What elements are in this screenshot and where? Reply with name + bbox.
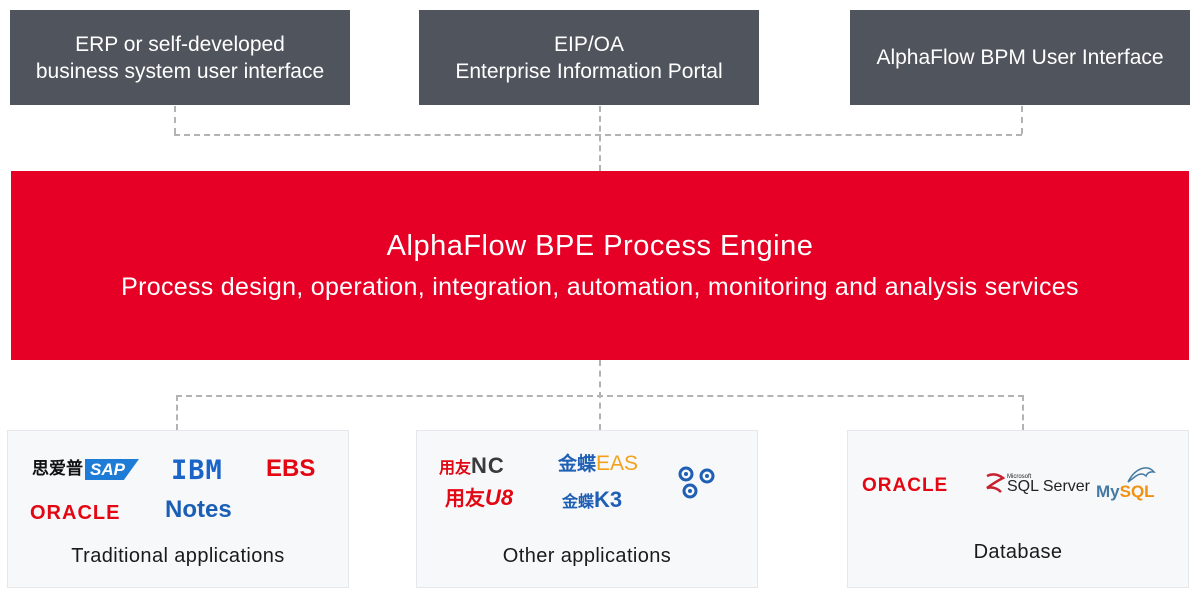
- yonyou-nc-logo: 用友NC: [439, 455, 505, 477]
- engine-title: AlphaFlow BPE Process Engine: [386, 229, 814, 262]
- mysql-logo-my: My: [1096, 482, 1120, 501]
- sap-logo-chinese: 思爱普: [32, 459, 83, 479]
- kingdee-k3-chinese: 金蝶: [562, 492, 595, 511]
- other-applications-box: 用友NC 金蝶EAS 用友U8 金蝶K3 Other applications: [416, 430, 758, 588]
- process-engine-block: AlphaFlow BPE Process Engine Process des…: [11, 171, 1189, 360]
- oracle-database-logo: ORACLE: [862, 475, 949, 496]
- gears-icon: [678, 466, 715, 499]
- other-applications-label: Other applications: [502, 545, 672, 567]
- connector-eip-to-engine: [599, 106, 601, 171]
- erp-label-line1: ERP or self-developed: [75, 32, 285, 56]
- engine-subtitle: Process design, operation, integration, …: [121, 272, 1079, 301]
- database-box: ORACLE Microsoft SQL Server MySQL Databa…: [847, 430, 1189, 588]
- ebs-logo: EBS: [266, 455, 316, 482]
- oracle-logo: ORACLE: [30, 502, 121, 524]
- erp-interface-box: ERP or self-developed business system us…: [10, 10, 350, 105]
- database-label: Database: [973, 541, 1063, 563]
- ibm-logo: IBM: [171, 455, 223, 486]
- erp-label-line2: business system user interface: [35, 59, 325, 83]
- yonyou-u8-logo: 用友U8: [445, 487, 513, 509]
- connector-bottom-horizontal: [176, 395, 1024, 397]
- kingdee-k3-mark: K3: [594, 487, 623, 512]
- kingdee-eas-mark: EAS: [596, 452, 639, 475]
- yonyou-u8-mark: U8: [485, 485, 514, 510]
- sql-server-logo: Microsoft SQL Server: [985, 472, 1090, 495]
- yonyou-nc-mark: NC: [471, 453, 505, 478]
- yonyou-u8-chinese: 用友: [445, 486, 485, 510]
- connector-traditional-down: [176, 395, 178, 430]
- eip-label-line2: Enterprise Information Portal: [455, 59, 723, 83]
- sql-server-microsoft: Microsoft: [1007, 474, 1032, 480]
- yonyou-nc-chinese: 用友: [439, 458, 472, 477]
- kingdee-k3-logo: 金蝶K3: [562, 489, 622, 511]
- bpm-label: AlphaFlow BPM User Interface: [876, 46, 1164, 69]
- connector-top-horizontal: [174, 134, 1022, 136]
- dolphin-icon: [1127, 467, 1156, 483]
- notes-logo: Notes: [165, 496, 232, 523]
- sap-logo-mark: SAP: [85, 459, 139, 480]
- kingdee-eas-logo: 金蝶EAS: [558, 453, 638, 474]
- sql-server-icon: [986, 473, 1005, 493]
- kingdee-eas-chinese: 金蝶: [558, 453, 597, 475]
- connector-bpm-down: [1021, 106, 1023, 134]
- mysql-logo-sql: SQL: [1119, 482, 1155, 501]
- connector-erp-down: [174, 106, 176, 134]
- bpm-interface-box: AlphaFlow BPM User Interface: [850, 10, 1190, 105]
- sql-server-label: SQL Server: [1007, 478, 1090, 495]
- eip-label-line1: EIP/OA: [553, 32, 625, 56]
- connector-database-down: [1022, 395, 1024, 430]
- eip-portal-box: EIP/OA Enterprise Information Portal: [419, 10, 759, 105]
- mysql-logo: MySQL: [1096, 483, 1155, 500]
- traditional-applications-label: Traditional applications: [71, 545, 285, 567]
